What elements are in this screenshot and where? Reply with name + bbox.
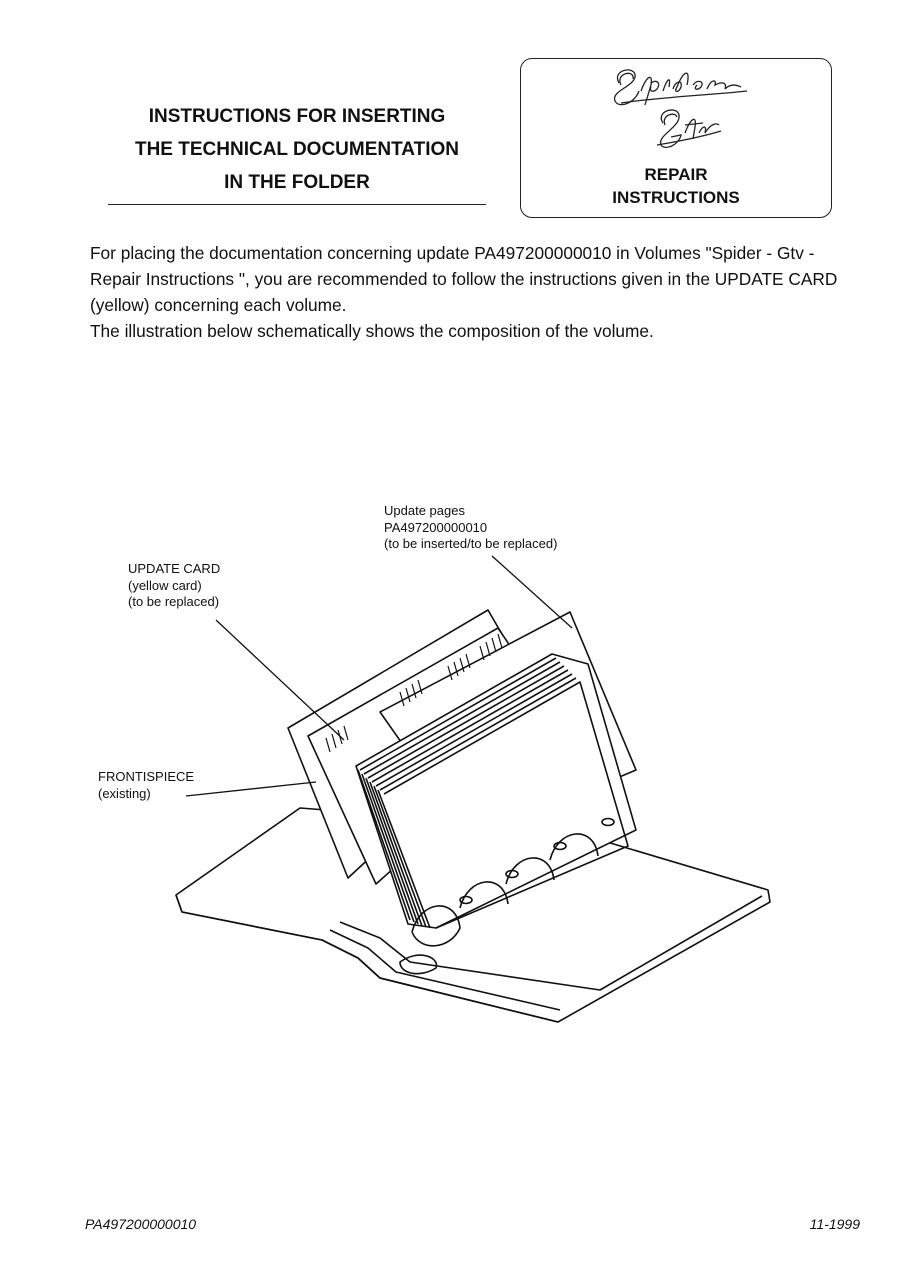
- brand-label-line-1: REPAIR: [644, 165, 708, 184]
- binder-ring: [549, 833, 599, 861]
- title-line-3: IN THE FOLDER: [224, 172, 370, 193]
- callout-update-card-line-1: UPDATE CARD: [128, 561, 221, 576]
- document-code: PA497200000010: [85, 1216, 197, 1232]
- callout-frontispiece: FRONTISPIECE (existing): [98, 769, 194, 802]
- callout-frontispiece-line-1: FRONTISPIECE: [98, 769, 195, 784]
- title-line-1: INSTRUCTIONS FOR INSERTING: [148, 106, 446, 127]
- binder-ring: [459, 881, 509, 909]
- spider-gtv-logo: [613, 69, 748, 149]
- callout-update-card: UPDATE CARD (yellow card) (to be replace…: [128, 561, 220, 611]
- title-underline: [108, 204, 486, 205]
- leader-update-pages: [491, 555, 573, 629]
- page-stack: [355, 653, 637, 929]
- callout-update-card-line-3: (to be replaced): [128, 594, 220, 609]
- callout-frontispiece-line-2: (existing): [98, 785, 151, 801]
- binder-ring: [411, 905, 461, 947]
- binder-ring: [505, 857, 555, 885]
- callout-update-card-line-2: (yellow card): [128, 577, 202, 593]
- ring-hole: [601, 817, 615, 827]
- leader-frontispiece: [185, 781, 317, 797]
- callout-update-pages-line-1: Update pages: [384, 503, 465, 518]
- repair-instructions-label: REPAIR INSTRUCTIONS: [521, 163, 831, 209]
- document-date: 11-1999: [809, 1216, 860, 1232]
- document-title: INSTRUCTIONS FOR INSERTING THE TECHNICAL…: [108, 100, 486, 199]
- callout-update-pages-line-2: PA497200000010: [384, 519, 488, 535]
- brand-box: REPAIR INSTRUCTIONS: [520, 58, 832, 218]
- intro-text: For placing the documentation concerning…: [90, 240, 870, 344]
- brand-label-line-2: INSTRUCTIONS: [612, 188, 740, 207]
- intro-paragraph-2: The illustration below schematically sho…: [90, 321, 654, 341]
- callout-update-pages-line-3: (to be inserted/to be replaced): [384, 536, 558, 551]
- folder-illustration: [175, 555, 771, 1023]
- intro-paragraph-1: For placing the documentation concerning…: [90, 243, 838, 315]
- callout-update-pages: Update pages PA497200000010 (to be inser…: [384, 503, 557, 553]
- title-line-2: THE TECHNICAL DOCUMENTATION: [134, 139, 460, 160]
- leader-update-card: [215, 619, 345, 741]
